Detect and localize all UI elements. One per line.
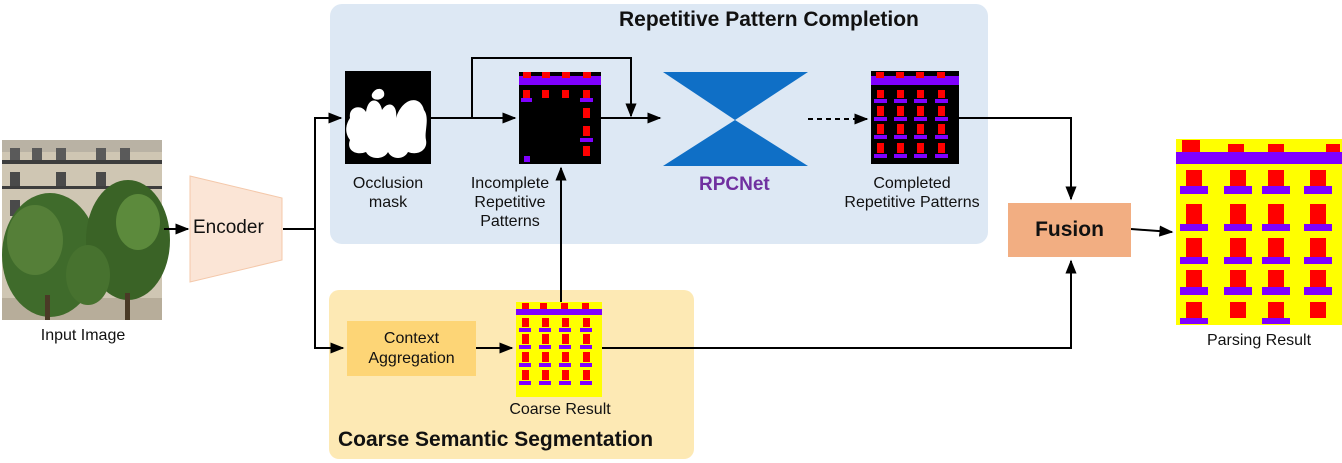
incomplete-patterns-image xyxy=(519,72,601,164)
connectors xyxy=(164,57,1174,354)
occlusion-mask-image xyxy=(345,71,431,164)
encoder-trapezoid-icon xyxy=(189,175,283,283)
arrow-icon xyxy=(471,57,637,118)
occlusion-mask-label: Occlusion mask xyxy=(352,175,424,211)
fusion-box: Fusion xyxy=(1008,203,1131,257)
coarse-result-label: Coarse Result xyxy=(509,401,611,418)
arrow-icon xyxy=(314,112,343,348)
completed-patterns-image xyxy=(871,71,959,164)
arrow-icon xyxy=(314,229,345,354)
coarse-result-image xyxy=(516,302,602,397)
fusion-label: Fusion xyxy=(1035,218,1104,241)
pattern-completion-title: Repetitive Pattern Completion xyxy=(619,8,919,31)
rpcnet-label: RPCNet xyxy=(699,174,770,195)
input-image-label: Input Image xyxy=(40,327,126,344)
coarse-segmentation-title: Coarse Semantic Segmentation xyxy=(338,428,654,451)
incomplete-patterns-label: Incomplete Repetitive Patterns xyxy=(470,175,550,230)
input-image xyxy=(2,140,170,320)
arrow-icon xyxy=(1130,225,1174,237)
parsing-result-label: Parsing Result xyxy=(1206,332,1312,349)
rpcnet-bowtie-icon xyxy=(663,72,808,166)
encoder-label: Encoder xyxy=(193,217,264,238)
parsing-result-image xyxy=(1176,139,1342,325)
arrow-icon xyxy=(959,117,1077,201)
arrow-icon xyxy=(602,259,1077,349)
context-aggregation-box: Context Aggregation xyxy=(347,321,476,376)
completed-patterns-label: Completed Repetitive Patterns xyxy=(844,175,980,211)
